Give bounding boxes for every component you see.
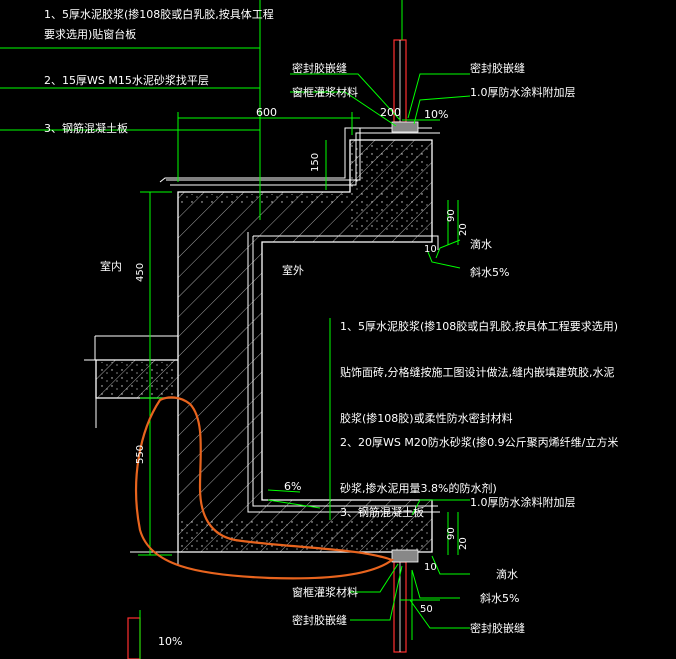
label-filler-bottom: 窗框灌浆材料 — [292, 585, 358, 599]
window-frame-bottom — [391, 549, 419, 653]
label-sealant-bottom: 密封胶嵌缝 — [292, 613, 347, 627]
note-right-6: 3、钢筋混凝土板 — [340, 505, 424, 519]
dim-50: 50 — [420, 604, 433, 615]
dim-20-top: 20 — [458, 223, 469, 236]
dim-600: 600 — [256, 106, 277, 119]
note-top-1b: 要求选用)贴窗台板 — [44, 27, 136, 41]
label-indoor: 室内 — [100, 259, 122, 273]
note-right-2: 贴饰面砖,分格缝按施工图设计做法,缝内嵌填建筑胶,水泥 — [340, 365, 615, 379]
note-top-3: 3、钢筋混凝土板 — [44, 121, 128, 135]
note-right-3: 胶浆(掺108胶)或柔性防水密封材料 — [340, 411, 513, 425]
label-slope-bottom: 斜水5% — [480, 592, 519, 605]
dim-10pct-top: 10% — [424, 108, 448, 121]
dim-90-top: 90 — [446, 209, 457, 222]
label-sealant-bottom-right: 密封胶嵌缝 — [470, 621, 525, 635]
label-outdoor: 室外 — [282, 263, 304, 277]
note-top-1: 1、5厚水泥胶浆(掺108胶或白乳胶,按具体工程 — [44, 7, 274, 21]
note-right-1: 1、5厚水泥胶浆(掺108胶或白乳胶,按具体工程要求选用) — [340, 319, 618, 333]
dim-450: 450 — [135, 263, 146, 282]
dim-6pct: 6% — [284, 480, 301, 493]
dim-150: 150 — [310, 153, 321, 172]
label-drip-top: 滴水 — [470, 237, 492, 251]
dim-10-bottom: 10 — [424, 562, 437, 573]
window-frame-top — [391, 39, 419, 133]
label-coating-top: 1.0厚防水涂料附加层 — [470, 85, 576, 99]
notes-right: 1、5厚水泥胶浆(掺108胶或白乳胶,按具体工程要求选用) 贴饰面砖,分格缝按施… — [340, 319, 618, 519]
label-drip-bottom: 滴水 — [496, 567, 518, 581]
dim-200: 200 — [380, 106, 401, 119]
dim-10-top: 10 — [424, 244, 437, 255]
dim-10pct-bottom: 10% — [158, 635, 182, 648]
label-slope-top: 斜水5% — [470, 266, 509, 279]
label-coating-bottom: 1.0厚防水涂料附加层 — [470, 495, 576, 509]
note-right-4: 2、20厚WS M20防水砂浆(掺0.9公斤聚丙烯纤维/立方米 — [340, 435, 618, 449]
note-top-2: 2、15厚WS M15水泥砂浆找平层 — [44, 73, 209, 87]
label-sealant-top-right: 密封胶嵌缝 — [470, 61, 525, 75]
outline-lines — [84, 127, 432, 565]
labels: 密封胶嵌缝 窗框灌浆材料 密封胶嵌缝 1.0厚防水涂料附加层 室内 室外 滴水 … — [100, 61, 576, 635]
label-sealant-top: 密封胶嵌缝 — [292, 61, 347, 75]
window-frame-corner — [127, 617, 141, 659]
note-right-5: 砂浆,掺水泥用量3.8%的防水剂) — [340, 481, 497, 495]
dim-90-bottom: 90 — [446, 527, 457, 540]
markup-freehand-outline — [134, 396, 395, 580]
notes-top: 1、5厚水泥胶浆(掺108胶或白乳胶,按具体工程 要求选用)贴窗台板 2、15厚… — [44, 7, 274, 135]
dimension-texts: 600 200 10% 150 450 550 90 20 10 6% 90 2… — [135, 106, 469, 648]
dimension-lines — [0, 0, 471, 659]
dim-550: 550 — [135, 445, 146, 464]
dim-20-bottom: 20 — [458, 537, 469, 550]
label-filler-top: 窗框灌浆材料 — [292, 85, 358, 99]
